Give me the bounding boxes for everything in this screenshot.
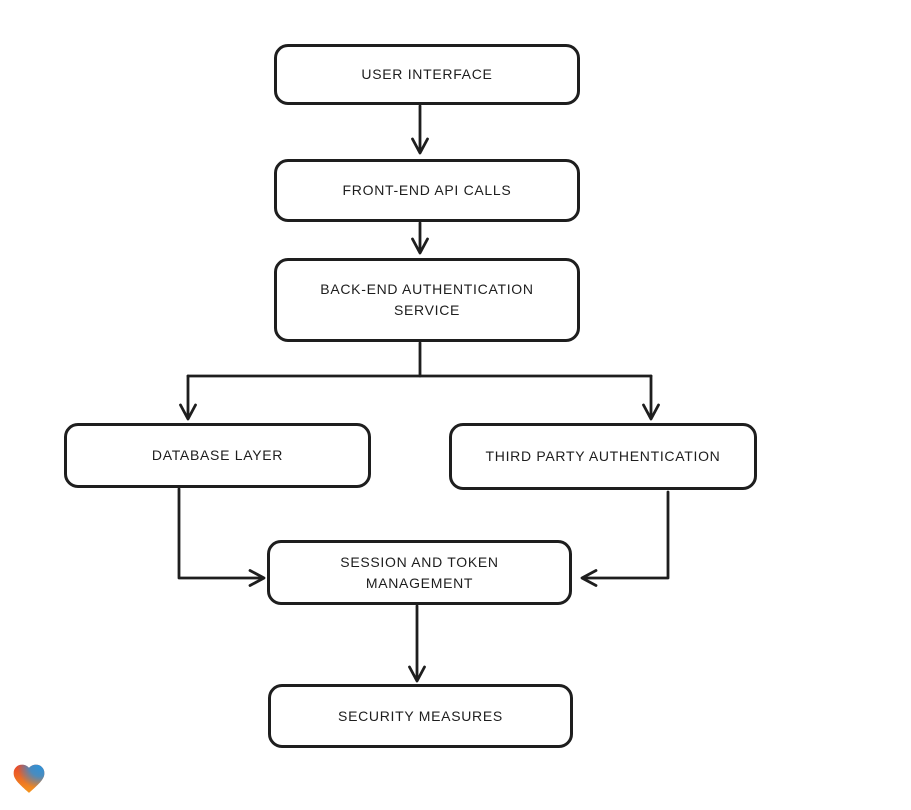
edge-session-and-token-management-to-security-measures (408, 604, 426, 683)
node-user-interface: USER INTERFACE (274, 44, 580, 105)
node-label: FRONT-END API CALLS (342, 182, 512, 198)
node-label: MANAGEMENT (365, 574, 474, 591)
node-label: DATABASE LAYER (151, 447, 284, 463)
node-label: SECURITY MEASURES (338, 707, 503, 724)
node-front-end-api-calls: FRONT-END API CALLS (274, 159, 580, 222)
node-database-layer: DATABASE LAYER (64, 423, 371, 488)
edge-front-end-api-calls-to-back-end-authentication-service (411, 221, 429, 255)
node-label: USER INTERFACE (361, 66, 493, 82)
edge-third-party-authentication-to-session-and-token-management (580, 490, 670, 587)
edge-user-interface-to-front-end-api-calls (411, 104, 429, 155)
node-security-measures: SECURITY MEASURES (268, 684, 573, 748)
node-label: BACK-END AUTHENTICATION (320, 281, 534, 297)
node-session-and-token-management: SESSION AND TOKEN MANAGEMENT (267, 540, 572, 605)
edge-back-end-authentication-service-to-third-party-authentication (642, 374, 660, 421)
gradient-heart-icon[interactable] (10, 760, 48, 797)
node-label: SERVICE (393, 302, 461, 318)
edge-database-layer-to-session-and-token-management (177, 487, 266, 587)
node-third-party-authentication: THIRD PARTY AUTHENTICATION (449, 423, 757, 490)
node-back-end-authentication-service: BACK-END AUTHENTICATION SERVICE (274, 258, 580, 342)
node-label: SESSION AND TOKEN (340, 553, 499, 570)
edge-back-end-authentication-service-to-database-layer (179, 374, 197, 421)
node-label: THIRD PARTY AUTHENTICATION (485, 448, 721, 464)
edge-branch-bar (186, 341, 653, 378)
